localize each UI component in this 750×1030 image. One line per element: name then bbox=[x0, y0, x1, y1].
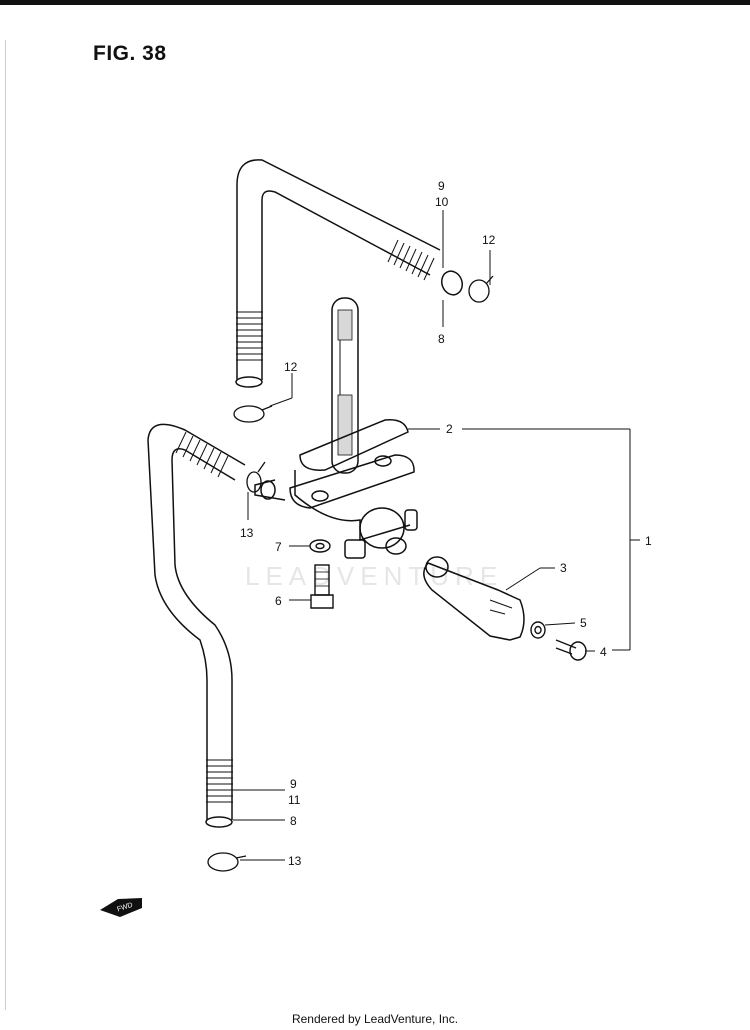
watermark-text: LEADVENTURE bbox=[245, 561, 503, 591]
callout-2: 2 bbox=[446, 422, 453, 436]
figure-title: FIG. 38 bbox=[93, 42, 167, 65]
callout-12-upper: 12 bbox=[482, 233, 496, 247]
fuel-valve bbox=[254, 297, 418, 559]
callout-3: 3 bbox=[560, 561, 567, 575]
callout-9-upper: 9 bbox=[438, 179, 445, 193]
callout-6: 6 bbox=[275, 594, 282, 608]
callout-8-lower: 8 bbox=[290, 814, 297, 828]
callout-5: 5 bbox=[580, 616, 587, 630]
bottom-hose-clip bbox=[207, 852, 247, 872]
callout-10: 10 bbox=[435, 195, 449, 209]
valve-hose-clip bbox=[246, 461, 266, 493]
fwd-tag-text: FWD bbox=[116, 902, 133, 914]
callout-8-upper: 8 bbox=[438, 332, 445, 346]
lever-screw bbox=[555, 639, 587, 661]
top-border bbox=[0, 0, 750, 5]
callout-11: 11 bbox=[288, 793, 301, 807]
lower-fuel-hose bbox=[147, 423, 246, 828]
footer-credit: Rendered by LeadVenture, Inc. bbox=[291, 1012, 459, 1026]
callout-13-upper: 13 bbox=[240, 526, 254, 540]
valve-lever bbox=[423, 556, 525, 641]
bolt-washer bbox=[309, 539, 331, 553]
callout-13-lower: 13 bbox=[288, 854, 302, 868]
mounting-bolt bbox=[310, 564, 334, 609]
callout-7: 7 bbox=[275, 540, 282, 554]
lever-washer bbox=[530, 621, 546, 639]
left-border bbox=[5, 40, 6, 1010]
callout-12-lower: 12 bbox=[284, 360, 298, 374]
leader-lines bbox=[233, 210, 640, 861]
upper-hose-clip bbox=[468, 275, 494, 303]
callout-1: 1 bbox=[645, 534, 652, 548]
lower-end-clip bbox=[233, 405, 273, 423]
callout-9-lower: 9 bbox=[290, 777, 297, 791]
upper-fuel-hose bbox=[235, 159, 464, 388]
callout-4: 4 bbox=[600, 645, 607, 659]
fwd-arrow-icon: FWD bbox=[100, 898, 142, 917]
